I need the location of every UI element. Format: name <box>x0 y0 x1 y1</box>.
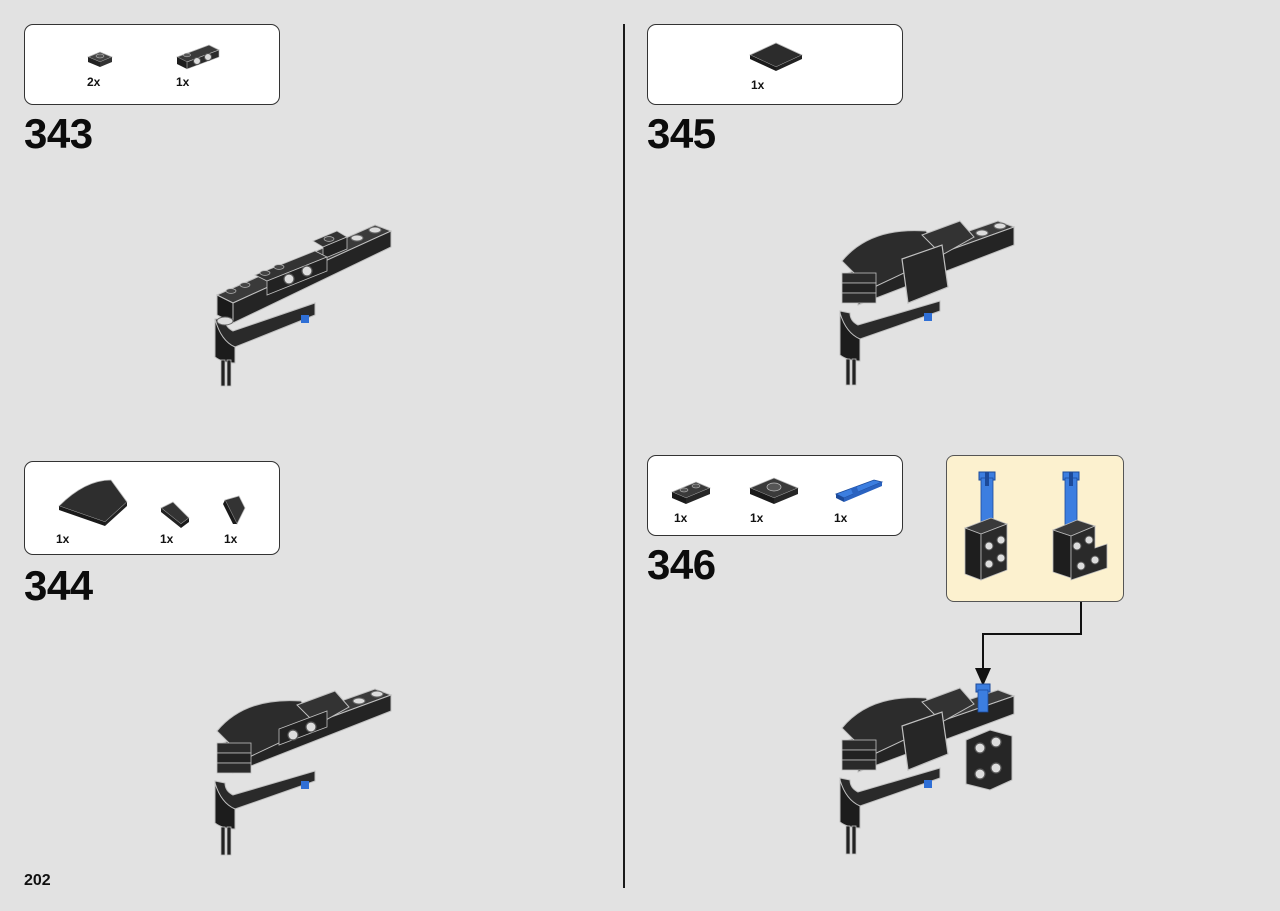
plate-2x2-round-stud-icon <box>748 474 800 506</box>
parts-list-345: 1x <box>647 24 903 105</box>
page-divider <box>623 24 625 888</box>
wedge-small-right-icon <box>221 494 251 526</box>
model-step-344 <box>205 685 405 865</box>
part-qty: 1x <box>224 532 238 546</box>
parts-list-346: 1x 1x 1x <box>647 455 903 536</box>
step-number-344: 344 <box>24 562 93 609</box>
wedge-small-left-icon <box>159 500 195 528</box>
tile-2x2-icon <box>748 39 804 75</box>
step-number-346: 346 <box>647 541 716 588</box>
part-qty: 1x <box>751 78 765 92</box>
page-number: 202 <box>24 872 51 889</box>
part-qty: 1x <box>160 532 174 546</box>
callout-arrow <box>970 602 1090 692</box>
part-qty: 1x <box>750 511 764 525</box>
model-step-346 <box>830 680 1030 865</box>
model-step-343 <box>205 215 405 395</box>
part-qty: 1x <box>56 532 70 546</box>
plate-1x1-icon <box>85 49 115 69</box>
parts-list-344: 1x 1x 1x <box>24 461 280 555</box>
part-qty: 1x <box>834 511 848 525</box>
parts-list-343: 2x 1x <box>24 24 280 105</box>
part-qty: 1x <box>674 511 688 525</box>
sub-assembly-step-1 <box>961 468 1021 588</box>
part-qty: 2x <box>87 75 101 89</box>
plate-with-pin-holes-icon <box>175 43 221 71</box>
step-number-345: 345 <box>647 110 716 157</box>
blue-axle-pin-icon <box>832 476 888 504</box>
wedge-curved-icon <box>55 476 131 526</box>
sub-assembly-step-2 <box>1051 468 1115 588</box>
step-number-343: 343 <box>24 110 93 157</box>
sub-assembly-callout <box>946 455 1124 602</box>
plate-1x2-icon <box>670 480 714 506</box>
part-qty: 1x <box>176 75 190 89</box>
model-step-345 <box>830 215 1030 395</box>
